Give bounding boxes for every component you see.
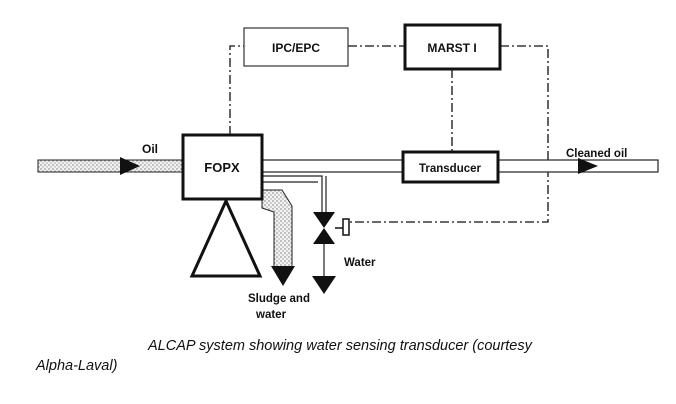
signal-lines — [229, 45, 549, 223]
alcap-diagram: FOPX IPC/EPC MARST I Transducer Oil Clea… — [37, 23, 659, 321]
marst-box — [403, 23, 502, 71]
sludge-pipe — [261, 189, 295, 286]
fopx-box — [181, 133, 264, 201]
oil-inlet-pipe — [37, 157, 184, 175]
caption-line-1: ALCAP system showing water sensing trans… — [148, 338, 532, 354]
signal-line-marst-valve — [349, 45, 549, 223]
transducer-label: Transducer — [419, 163, 482, 175]
sludge-outlet-arrow — [271, 266, 295, 286]
water-label: Water — [344, 257, 376, 269]
cleaned-oil-flow-arrow — [578, 158, 598, 174]
cleaned-oil-label: Cleaned oil — [566, 148, 627, 160]
separator-triangle — [189, 197, 263, 278]
water-outlet-arrow — [312, 276, 336, 294]
marst-label: MARST I — [427, 41, 476, 55]
caption-line-2: Alpha-Laval) — [36, 358, 118, 374]
ipc-epc-label: IPC/EPC — [272, 41, 320, 55]
fopx-label: FOPX — [204, 160, 240, 175]
water-pipe — [262, 175, 327, 278]
sludge-label-line1: Sludge and — [248, 293, 310, 305]
sludge-label-line2: water — [255, 309, 287, 321]
signal-line-fopx-ipc — [229, 45, 244, 135]
ipc-epc-box — [243, 27, 349, 67]
figure-caption: ALCAP system showing water sensing trans… — [36, 336, 666, 376]
water-valve — [313, 212, 350, 244]
transducer-box — [401, 150, 500, 184]
oil-flow-arrow — [120, 157, 140, 175]
oil-label: Oil — [142, 142, 158, 156]
